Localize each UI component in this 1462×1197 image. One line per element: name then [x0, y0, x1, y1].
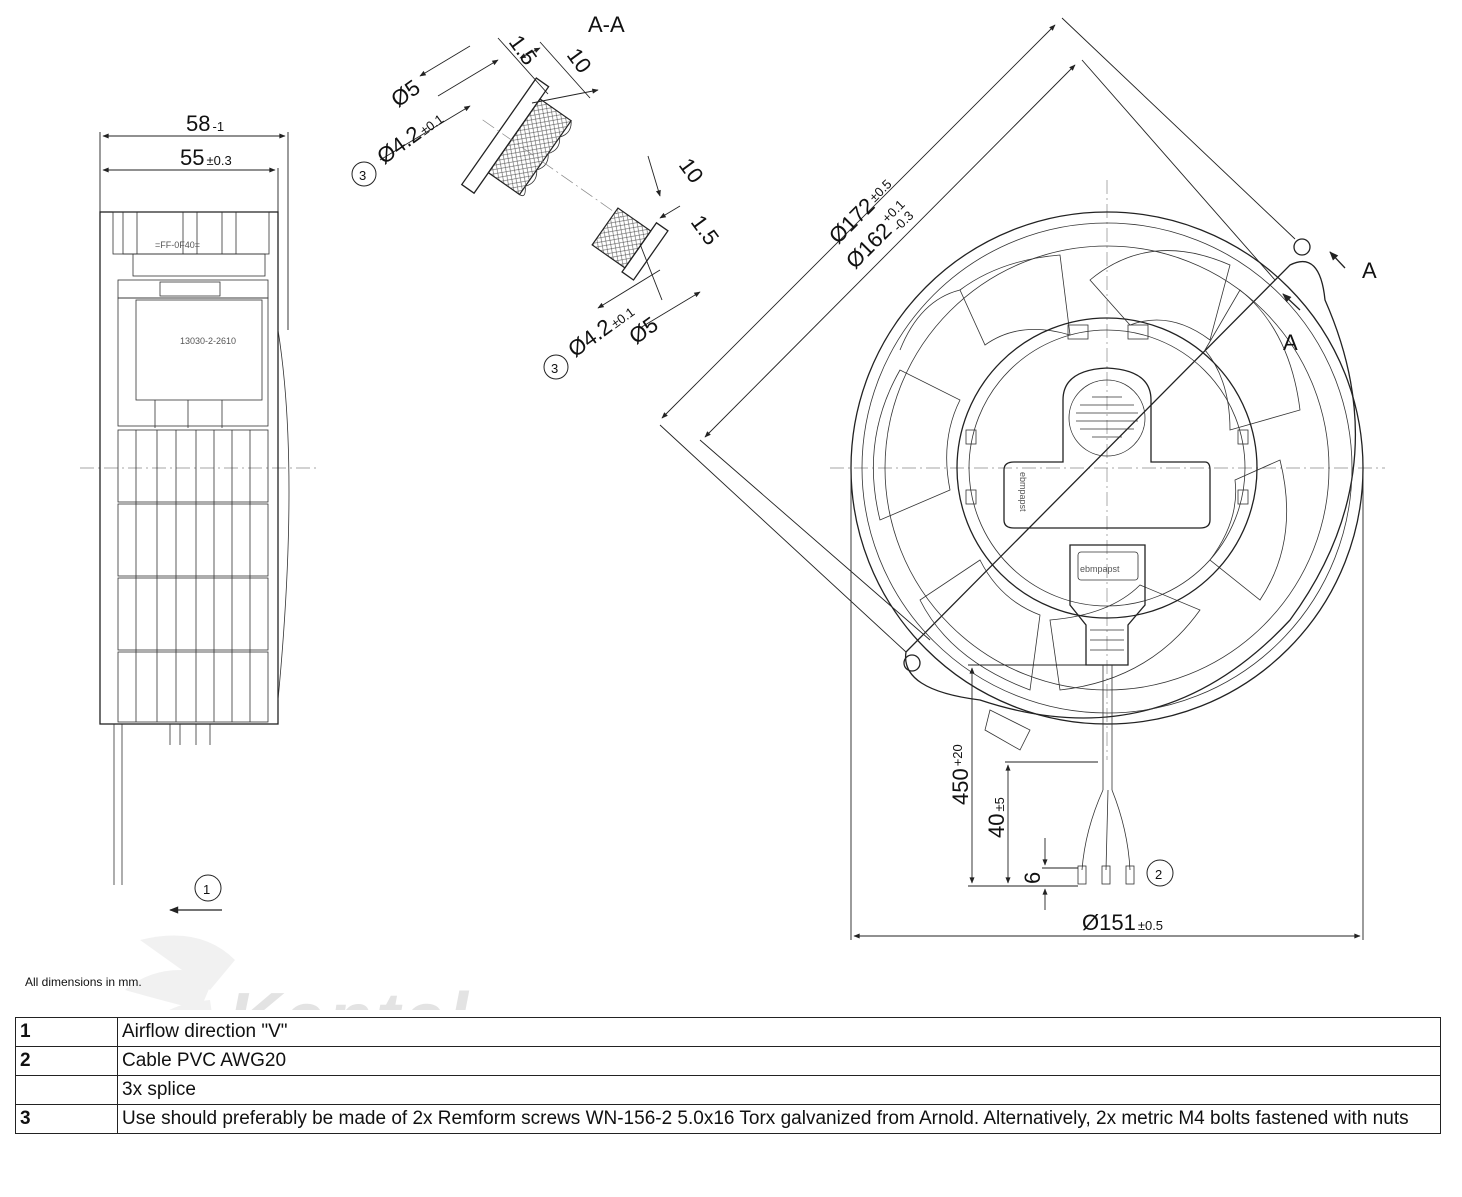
legend-text: Use should preferably be made of 2x Remf… [117, 1104, 1441, 1134]
callout-3-top: 3 [359, 168, 366, 183]
dim-cable-40: 40 [984, 814, 1009, 838]
legend-text: 3x splice [117, 1075, 1441, 1105]
legend-row: 2 Cable PVC AWG20 [15, 1046, 1441, 1076]
dim-d151: Ø151 [1082, 910, 1136, 935]
dim-d151-tol: ±0.5 [1138, 918, 1163, 933]
legend-key: 1 [15, 1017, 118, 1047]
section-marker-top: A [1362, 258, 1377, 283]
dim-cable-40-tol: ±5 [992, 797, 1007, 811]
svg-text:=FF-0F40=: =FF-0F40= [155, 240, 200, 250]
legend-table: 1 Airflow direction "V" 2 Cable PVC AWG2… [15, 1017, 1441, 1134]
section-view: A-A Ø5 Ø4.2±0.1 1.5 10 10 1.5 Ø4.2±0.1 [351, 12, 724, 380]
front-view: ebmpapst ebmpapst A A Ø172±0.5 Ø162+0.1-… [659, 17, 1385, 940]
watermark-text: Kentel [228, 979, 472, 1010]
motor-brand: ebmpapst [1018, 472, 1028, 512]
callout-3-bottom: 3 [551, 361, 558, 376]
side-view: 13030-2-2610 =FF-0F40= 58-1 55±0.3 1 [80, 111, 318, 914]
dim-d42-top-tol: ±0.1 [417, 111, 446, 138]
svg-text:55±0.3: 55±0.3 [180, 145, 232, 170]
section-title: A-A [588, 12, 625, 37]
svg-text:58-1: 58-1 [186, 111, 224, 136]
dim-d172-tol: ±0.5 [866, 176, 894, 204]
dim-cable-450-tol: +20 [950, 744, 965, 766]
dim-width-55-tol: ±0.3 [206, 153, 231, 168]
units-note: All dimensions in mm. [25, 975, 142, 989]
dim-15-top: 1.5 [504, 30, 542, 69]
dim-10-bottom: 10 [674, 153, 709, 188]
watermark-fan-icon [125, 935, 235, 1010]
watermark: Kentel [125, 935, 472, 1010]
legend-key: 3 [15, 1104, 118, 1134]
dim-cable-6: 6 [1020, 872, 1045, 884]
legend-key: 2 [15, 1046, 118, 1076]
svg-text:450+20: 450+20 [948, 744, 973, 805]
side-view-grille [117, 429, 269, 723]
side-view-code: 13030-2-2610 [180, 336, 236, 346]
section-marker-bottom: A [1283, 330, 1298, 355]
svg-text:Ø151±0.5: Ø151±0.5 [1082, 910, 1163, 935]
legend-row: 1 Airflow direction "V" [15, 1017, 1441, 1047]
svg-text:40±5: 40±5 [984, 797, 1009, 838]
svg-text:Ø4.2±0.1: Ø4.2±0.1 [372, 105, 447, 169]
technical-drawing: Kentel 1 3 [80, 12, 1385, 1010]
legend-text: Cable PVC AWG20 [117, 1046, 1441, 1076]
callout-2: 2 [1155, 867, 1162, 882]
dim-width-55: 55 [180, 145, 204, 170]
legend-row: 3 Use should preferably be made of 2x Re… [15, 1104, 1441, 1134]
dim-d5-top: Ø5 [386, 75, 424, 112]
legend-row: 3x splice [15, 1075, 1441, 1105]
dim-width-58-tol: -1 [212, 119, 224, 134]
legend-text: Airflow direction "V" [117, 1017, 1441, 1047]
dim-cable-450: 450 [948, 768, 973, 805]
dim-15-bottom: 1.5 [686, 210, 724, 249]
connector-brand: ebmpapst [1080, 564, 1120, 574]
legend-key [15, 1075, 118, 1105]
callout-1: 1 [203, 882, 210, 897]
dim-width-58: 58 [186, 111, 210, 136]
